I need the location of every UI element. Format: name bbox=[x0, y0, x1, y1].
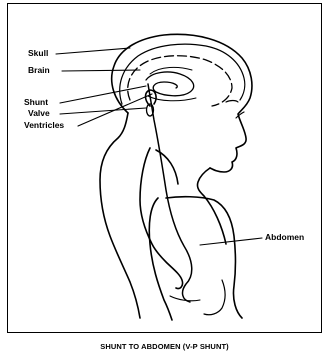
label-valve: Valve bbox=[28, 109, 50, 118]
label-ventricles: Ventricles bbox=[24, 121, 64, 130]
label-skull: Skull bbox=[28, 49, 48, 58]
label-shunt: Shunt bbox=[24, 98, 48, 107]
abdomen-outline bbox=[149, 198, 172, 320]
leader-skull bbox=[56, 48, 130, 54]
head-outline bbox=[112, 34, 252, 172]
label-abdomen: Abdomen bbox=[265, 233, 304, 242]
leader-brain bbox=[62, 70, 140, 71]
figure-caption: SHUNT TO ABDOMEN (V-P SHUNT) bbox=[0, 342, 329, 351]
child-anatomy-illustration bbox=[0, 0, 329, 340]
back-outline bbox=[100, 113, 140, 318]
leader-abdomen bbox=[200, 238, 262, 245]
leader-shunt bbox=[60, 86, 146, 103]
ventricles bbox=[146, 72, 194, 96]
brain-outline bbox=[128, 56, 232, 106]
arm-outline bbox=[140, 148, 183, 289]
label-brain: Brain bbox=[28, 66, 50, 75]
leader-valve bbox=[60, 108, 146, 114]
leader-ventricles bbox=[78, 94, 152, 126]
